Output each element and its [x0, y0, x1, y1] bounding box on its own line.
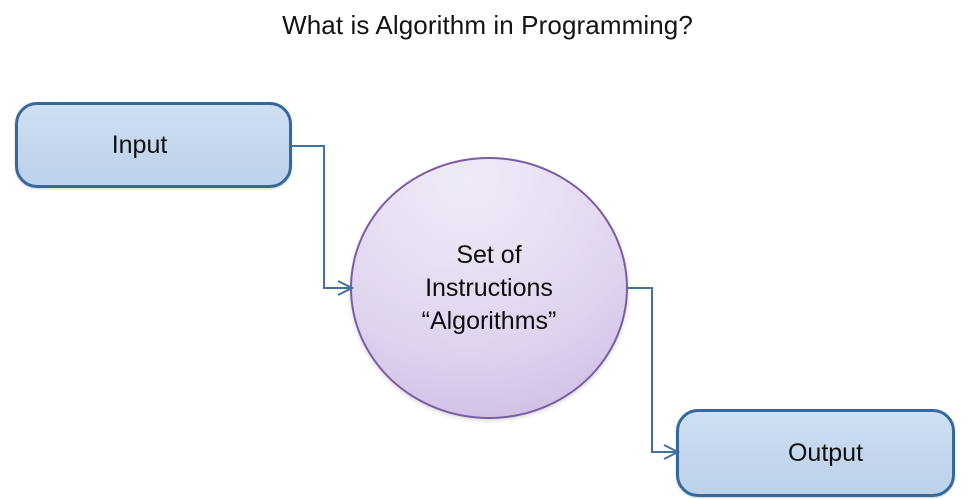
node-input-label: Input [111, 131, 168, 159]
node-process-label-line-1: Set of [456, 240, 522, 269]
node-output[interactable]: Output [676, 409, 955, 497]
node-process-label-line-2: Instructions [425, 273, 553, 302]
connector-process-to-output-icon [628, 287, 681, 460]
node-input[interactable]: Input [15, 102, 292, 188]
node-process-algorithm[interactable]: Set of Instructions “Algorithms” [350, 157, 628, 419]
page-title: What is Algorithm in Programming? [282, 10, 693, 40]
node-process-label: Set of Instructions “Algorithms” [422, 239, 557, 338]
node-process-label-line-3: “Algorithms” [421, 306, 557, 335]
node-output-label: Output [787, 439, 864, 467]
connector-input-to-process-icon [292, 145, 355, 296]
